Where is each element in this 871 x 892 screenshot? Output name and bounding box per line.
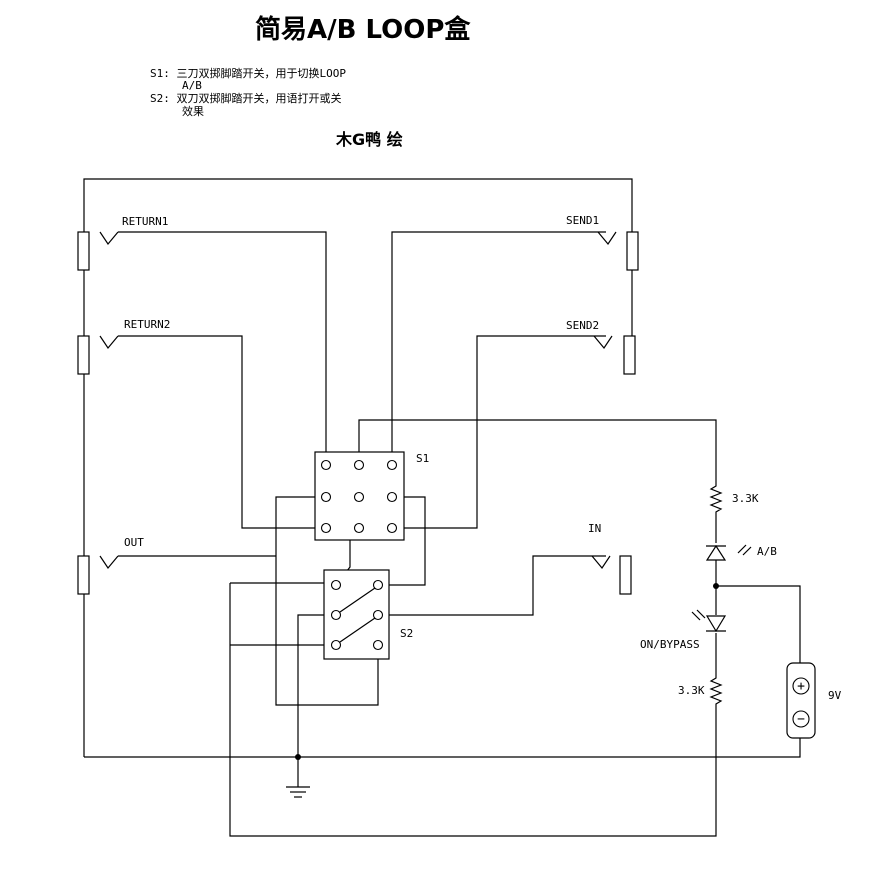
switch-s1 xyxy=(314,451,405,541)
label-led-bypass: ON/BYPASS xyxy=(640,638,700,651)
led-bypass xyxy=(691,609,727,633)
resistor-r1 xyxy=(709,483,723,515)
label-return2: RETURN2 xyxy=(124,318,170,331)
label-r1: 3.3K xyxy=(732,492,759,505)
jack-return2 xyxy=(77,335,119,375)
note-s1-line1: S1: 三刀双掷脚踏开关，用于切换LOOP xyxy=(150,66,346,80)
jack-return1 xyxy=(77,231,119,271)
resistor-r2 xyxy=(709,675,723,710)
label-battery: 9V xyxy=(828,689,842,702)
led-ab xyxy=(705,544,752,561)
battery-minus-icon: − xyxy=(797,712,805,727)
battery-9v: + − xyxy=(786,662,816,739)
battery-plus-icon: + xyxy=(797,679,805,694)
label-out: OUT xyxy=(124,536,144,549)
junction-dot-ground xyxy=(295,754,301,760)
jack-send2 xyxy=(593,335,636,375)
label-send2: SEND2 xyxy=(566,319,599,332)
label-s2: S2 xyxy=(400,627,413,640)
switch-s2 xyxy=(323,569,390,660)
label-send1: SEND1 xyxy=(566,214,599,227)
note-s2-line2: 效果 xyxy=(182,104,204,118)
label-return1: RETURN1 xyxy=(122,215,168,228)
jack-out xyxy=(77,555,119,595)
ground-icon xyxy=(286,786,310,798)
jack-send1 xyxy=(597,231,639,271)
note-s1-line2: A/B xyxy=(182,79,202,92)
label-in: IN xyxy=(588,522,601,535)
note-s2-line1: S2: 双刀双掷脚踏开关，用语打开或关 xyxy=(150,91,342,105)
author-credit: 木G鸭 绘 xyxy=(335,130,403,149)
jack-in xyxy=(591,555,632,595)
junction-dot-led xyxy=(713,583,719,589)
diagram-title: 简易A/B LOOP盒 xyxy=(255,14,471,45)
wiring xyxy=(83,178,801,837)
label-r2: 3.3K xyxy=(678,684,705,697)
label-s1: S1 xyxy=(416,452,429,465)
label-led-ab: A/B xyxy=(757,545,777,558)
